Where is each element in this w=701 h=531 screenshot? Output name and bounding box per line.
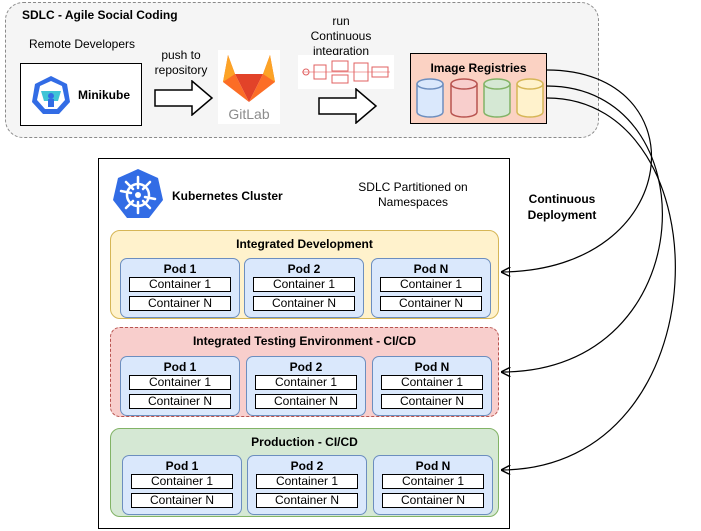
container: Container 1 — [253, 277, 355, 292]
cluster-title: Kubernetes Cluster — [172, 189, 283, 203]
container: Container N — [131, 493, 233, 508]
gitlab-logo: GitLab — [218, 50, 280, 124]
container: Container N — [129, 394, 231, 409]
container: Container N — [380, 296, 482, 311]
image-registries-box: Image Registries — [410, 53, 547, 124]
container: Container 1 — [129, 277, 231, 292]
minikube-icon — [32, 76, 70, 114]
remote-developers-label: Remote Developers — [28, 37, 136, 51]
container: Container 1 — [256, 474, 358, 489]
push-label: push to repository — [150, 48, 212, 78]
pod: Pod 1 Container 1 Container N — [120, 258, 240, 318]
ci-pipeline-icon — [298, 55, 394, 89]
namespace-title: Integrated Development — [236, 237, 373, 251]
gitlab-icon — [223, 55, 275, 102]
pod-title: Pod N — [414, 360, 450, 374]
arrow-icon — [318, 88, 378, 124]
pod-title: Pod N — [415, 459, 451, 473]
pod: Pod 1 Container 1 Container N — [120, 356, 240, 416]
deployment-arrow-prod — [502, 97, 676, 470]
ci-label-line-2: Continuous — [310, 29, 372, 43]
pod-title: Pod 2 — [290, 459, 324, 473]
container: Container 1 — [255, 375, 357, 390]
pod: Pod N Container 1 Container N — [371, 258, 491, 318]
pod-title: Pod N — [413, 262, 449, 276]
container: Container 1 — [381, 375, 483, 390]
cluster-note: SDLC Partitioned on Namespaces — [348, 180, 478, 210]
push-label-line-2: repository — [154, 63, 208, 77]
container: Container 1 — [131, 474, 233, 489]
pod-title: Pod 1 — [165, 459, 199, 473]
namespace-integrated-testing: Integrated Testing Environment - CI/CD P… — [110, 327, 499, 417]
pod-title: Pod 2 — [289, 360, 323, 374]
namespace-title: Integrated Testing Environment - CI/CD — [192, 334, 417, 348]
container: Container N — [382, 493, 484, 508]
image-registries-title: Image Registries — [430, 61, 527, 75]
ci-label-line-1: run — [332, 14, 350, 28]
deployment-arrow-dev — [502, 69, 653, 272]
database-icons — [416, 78, 544, 118]
ci-label-line-3: integration — [312, 44, 370, 58]
pod: Pod 2 Container 1 Container N — [247, 455, 367, 515]
container: Container N — [256, 493, 358, 508]
kubernetes-icon — [113, 169, 163, 218]
pod: Pod 2 Container 1 Container N — [246, 356, 366, 416]
database-icon — [416, 78, 444, 118]
push-label-line-1: push to — [161, 48, 201, 62]
database-icon — [516, 78, 544, 118]
pod-title: Pod 1 — [163, 360, 197, 374]
cluster-note-line-1: SDLC Partitioned on — [358, 180, 468, 194]
minikube-box: Minikube — [20, 63, 142, 126]
namespace-production: Production - CI/CD Pod 1 Container 1 Con… — [110, 428, 499, 517]
pod: Pod N Container 1 Container N — [373, 455, 493, 515]
deployment-arrow-test — [502, 85, 663, 372]
sdlc-title: SDLC - Agile Social Coding — [22, 8, 178, 22]
pod: Pod 2 Container 1 Container N — [244, 258, 364, 318]
deployment-label-line-1: Continuous — [528, 192, 596, 206]
continuous-deployment-label: Continuous Deployment — [520, 191, 604, 223]
container: Container 1 — [380, 277, 482, 292]
database-icon — [450, 78, 478, 118]
pod: Pod N Container 1 Container N — [372, 356, 492, 416]
pod-title: Pod 2 — [287, 262, 321, 276]
gitlab-label: GitLab — [228, 106, 270, 122]
database-icon — [483, 78, 511, 118]
pod-title: Pod 1 — [163, 262, 197, 276]
container: Container N — [129, 296, 231, 311]
ci-label: run Continuous integration — [296, 14, 386, 59]
deployment-label-line-2: Deployment — [527, 208, 597, 222]
container: Container 1 — [129, 375, 231, 390]
minikube-label: Minikube — [78, 88, 131, 102]
pod: Pod 1 Container 1 Container N — [122, 455, 242, 515]
container: Container N — [255, 394, 357, 409]
namespace-title: Production - CI/CD — [251, 435, 358, 449]
cluster-note-line-2: Namespaces — [377, 195, 449, 209]
container: Container 1 — [382, 474, 484, 489]
arrow-icon — [154, 80, 214, 116]
namespace-integrated-development: Integrated Development Pod 1 Container 1… — [110, 230, 499, 319]
container: Container N — [253, 296, 355, 311]
container: Container N — [381, 394, 483, 409]
